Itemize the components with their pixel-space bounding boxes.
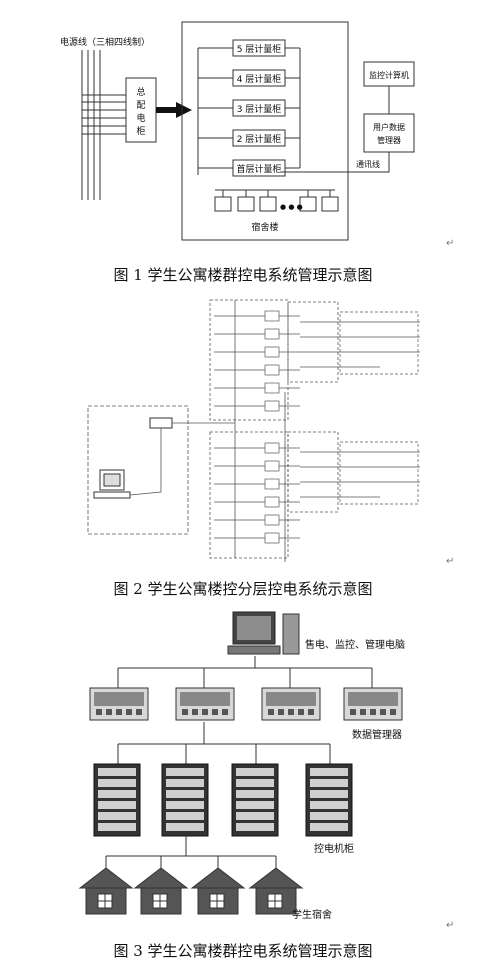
- lower-sub-panel: [287, 431, 339, 513]
- rooms-dots: ● ● ●: [280, 203, 303, 211]
- dorm-house-1: [78, 867, 134, 915]
- lower-room-wiring: [300, 441, 420, 505]
- manager-to-cabinets-lines: [117, 722, 331, 764]
- upper-sub-panel: [287, 301, 339, 383]
- comm-line: [280, 152, 390, 173]
- control-cabinet-1: [93, 763, 141, 837]
- comm-line-label: 通讯线: [356, 159, 380, 169]
- floor-meter-3: 3 层计量柜: [198, 99, 300, 117]
- room-meters: [214, 189, 339, 212]
- dorm-house-2: [133, 867, 189, 915]
- student-dorms: [78, 867, 304, 915]
- cabinet-to-dorm-lines: [105, 836, 277, 868]
- floor-meter-label: 2 层计量柜: [237, 133, 282, 145]
- figure-2-caption: 图 2 学生公寓楼控分层控电系统示意图: [113, 580, 373, 598]
- main-cabinet-label: 总: [136, 86, 145, 98]
- floor-meter-label: 3 层计量柜: [237, 103, 282, 115]
- dorm-house-4: [248, 867, 304, 915]
- return-mark-2: ↵: [446, 556, 455, 567]
- figure-1-diagram: 电源线（三相四线制） 总 配 电 柜 5 层计量柜 4 层计量柜 3 层计量柜 2 层…: [60, 21, 415, 241]
- upper-feeders: [214, 310, 300, 412]
- control-room-box: [87, 405, 189, 535]
- lower-feeders: [214, 442, 300, 544]
- return-mark-3: ↵: [446, 920, 455, 931]
- floor-meter-2: 4 层计量柜: [198, 69, 300, 87]
- user-data-manager-label: 用户数据: [373, 122, 405, 132]
- data-manager-label: 数据管理器: [352, 728, 402, 741]
- control-computer: [93, 417, 173, 499]
- upper-room-wiring: [300, 311, 420, 375]
- pc-label: 售电、监控、管理电脑: [305, 638, 405, 651]
- floor-meter-1: 5 层计量柜: [198, 39, 300, 57]
- feed-arrow: [156, 102, 192, 118]
- dorm-house-3: [190, 867, 246, 915]
- return-mark-1: ↵: [446, 238, 455, 249]
- figure-1-caption: 图 1 学生公寓楼群控电系统管理示意图: [113, 266, 373, 284]
- cabinet-label: 控电机柜: [314, 842, 354, 855]
- data-managers: [89, 687, 403, 721]
- figure-3-caption: 图 3 学生公寓楼群控电系统管理示意图: [113, 942, 373, 960]
- data-manager-1: [89, 687, 149, 721]
- user-data-manager-box: [363, 113, 415, 153]
- main-cabinet-label-4: 柜: [136, 125, 145, 137]
- figure-3-diagram: 售电、监控、管理电脑 数据管理器 控电机柜 学生宿舍: [78, 611, 405, 921]
- control-cabinet-3: [231, 763, 279, 837]
- floor-meter-5: 首层计量柜: [198, 159, 300, 177]
- floor-meter-label: 首层计量柜: [236, 163, 281, 175]
- building-box: [181, 21, 349, 241]
- main-cabinet-label-2: 配: [136, 100, 145, 111]
- dorm-label: 学生宿舍: [292, 908, 332, 921]
- floor-meter-label: 5 层计量柜: [237, 43, 282, 55]
- supply-label: 电源线（三相四线制）: [60, 36, 150, 48]
- control-cabinet-2: [161, 763, 209, 837]
- management-pc: [227, 611, 300, 655]
- comm-wire-2: [129, 428, 162, 496]
- floor-meter-4: 2 层计量柜: [198, 129, 300, 147]
- supply-lines: [81, 50, 126, 200]
- building-label: 宿舍楼: [251, 221, 278, 233]
- floor-meter-label: 4 层计量柜: [237, 73, 282, 85]
- control-cabinets: [93, 763, 353, 837]
- monitor-pc-label: 监控计算机: [369, 70, 409, 80]
- user-data-manager-label-2: 管理器: [377, 135, 401, 145]
- data-manager-4: [343, 687, 403, 721]
- main-cabinet-label-3: 电: [136, 112, 145, 124]
- monitor-pc-box: [363, 61, 415, 87]
- pc-to-managers-lines: [117, 656, 373, 688]
- control-cabinet-4: [305, 763, 353, 837]
- data-manager-2: [175, 687, 235, 721]
- figure-2-diagram: [87, 299, 420, 562]
- data-manager-3: [261, 687, 321, 721]
